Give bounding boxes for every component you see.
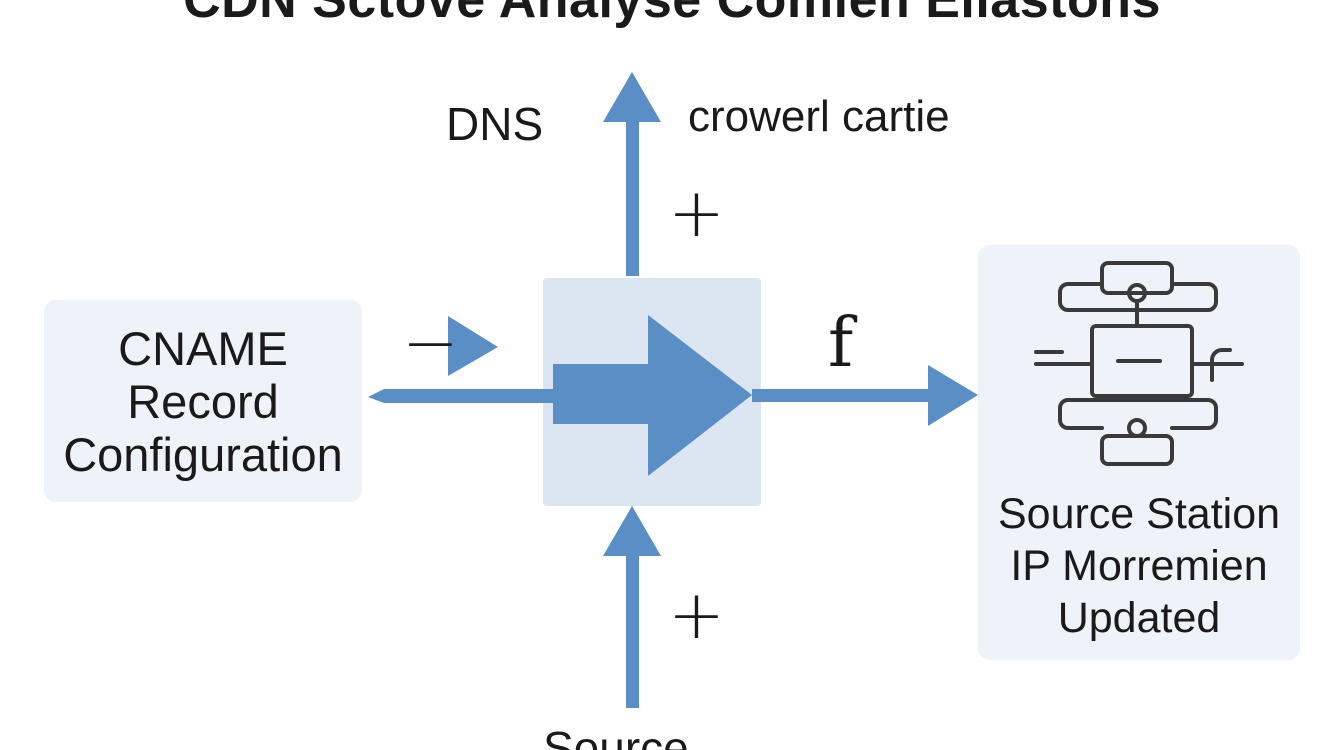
bottom-arrow-head [603,506,661,556]
minus-symbol-left: − [402,304,459,383]
source-station-line-1: Source Station [997,490,1281,538]
f-symbol-right: f [828,304,854,383]
center-big-arrow [553,315,752,476]
left-connector-arrow [368,389,553,403]
cname-label: CNAME Record Configuration [44,322,362,481]
small-right-arrow [448,316,498,376]
right-connector-line [752,389,932,402]
server-network-icon [1034,261,1244,466]
plus-symbol-bottom: + [668,576,725,655]
source-station-label: Source Station IP Morremien Updated [978,488,1300,644]
diagram-title: CDN Sctove Analyse Comien Eliastons [183,0,1161,29]
right-connector-head [928,365,978,426]
dns-label: DNS [446,98,544,150]
source-bottom-label: Source [543,722,689,750]
up-arrow-shaft [626,118,639,276]
cname-line-2: Record [127,375,279,428]
plus-symbol-top: + [668,174,725,253]
cname-line-3: Configuration [63,428,343,481]
source-station-line-3: Updated [1057,594,1221,642]
cname-box [44,300,362,502]
cname-line-1: CNAME [118,322,288,375]
up-arrow-head [603,72,661,122]
bottom-arrow-shaft [626,552,639,708]
crowerl-label: crowerl cartie [688,92,950,141]
source-station-line-2: IP Morremien [1010,542,1268,590]
